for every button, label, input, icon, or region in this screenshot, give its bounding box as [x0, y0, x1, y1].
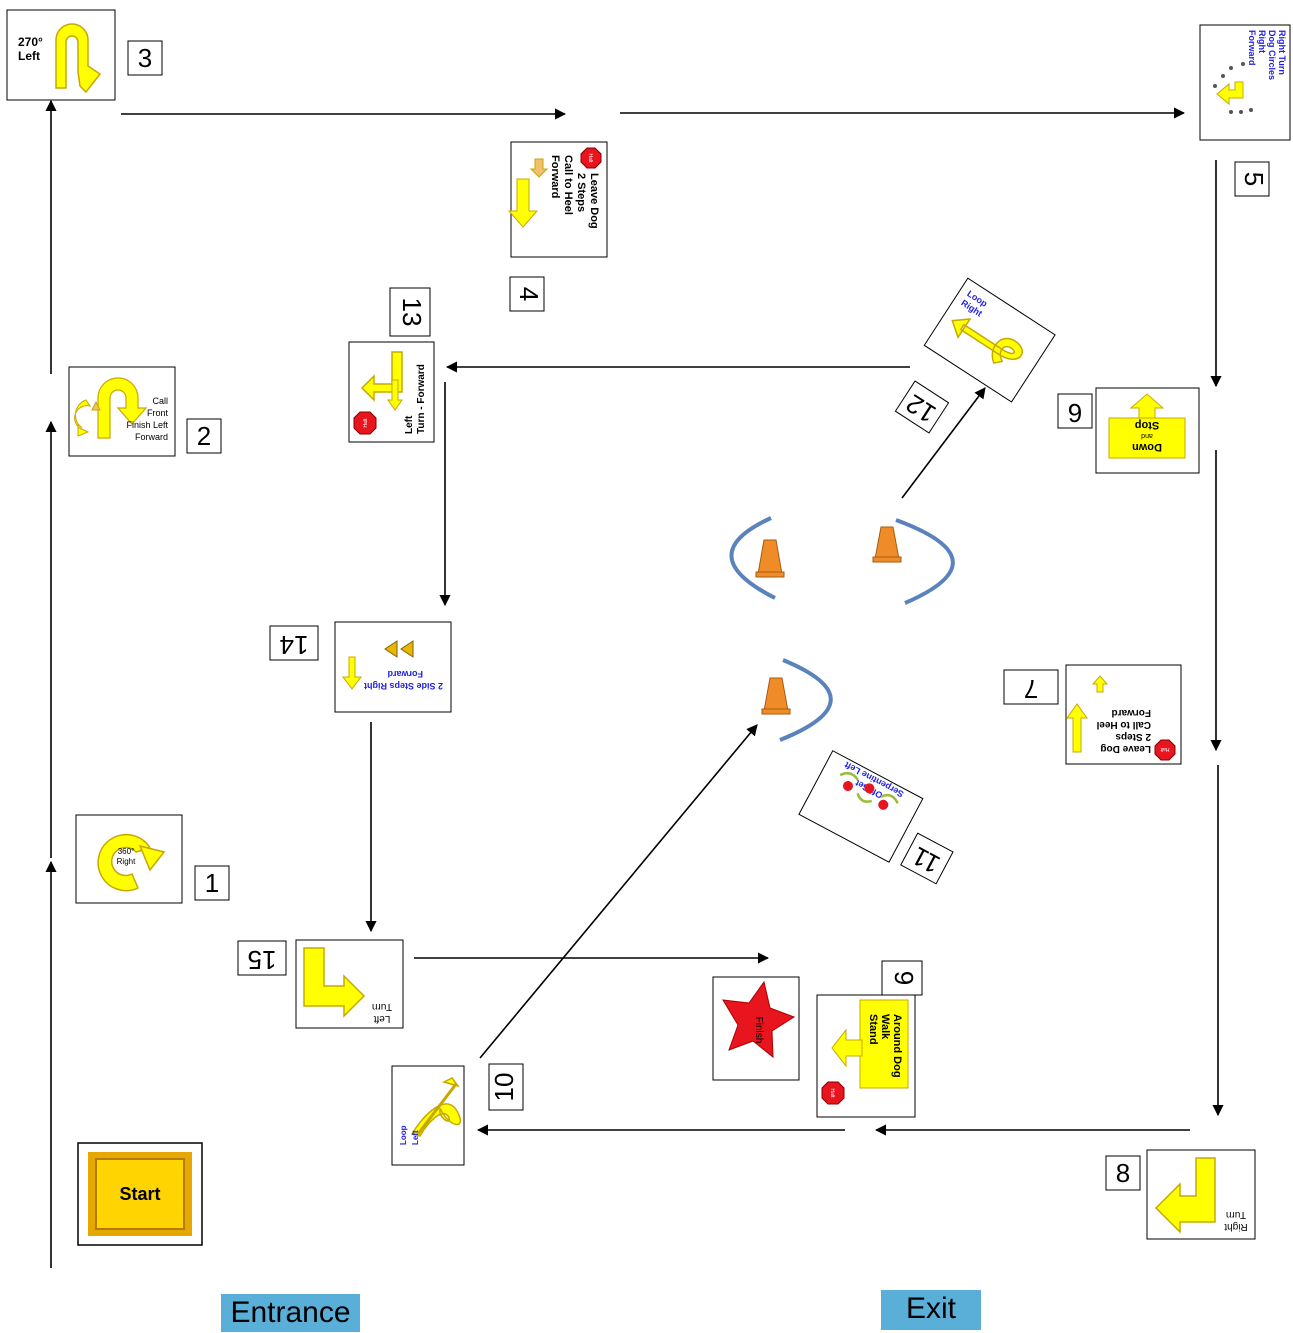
station-number-text: 15 [248, 945, 277, 975]
station-2-text-line: Call [152, 396, 168, 406]
station-5-text-line: Right Turn [1277, 30, 1287, 75]
cone-arc [896, 520, 953, 603]
station-7-text-line: Call to Heel [1096, 719, 1151, 730]
station-8-sign: Right Turn [1147, 1150, 1255, 1239]
station-number-4: 4 [510, 277, 544, 311]
station-13-text-line: Turn - Forward [416, 364, 427, 434]
station-11-sign: Off Set Serpentine Left [799, 751, 923, 862]
entrance-label: Entrance [221, 1294, 360, 1332]
station-number-text: 10 [489, 1073, 519, 1102]
halt-label: Halt [829, 1089, 835, 1099]
station-14-text-line: Forward [387, 669, 423, 679]
station-13-sign: Halt Left Turn - Forward [349, 342, 434, 442]
station-13-text-line: Left [404, 415, 415, 434]
station-number-9: 9 [882, 961, 922, 995]
station-10-text-line: Left [411, 1130, 420, 1145]
station-1-text-line: Right [117, 857, 136, 866]
station-5-text-line: Right [1257, 30, 1267, 53]
finish-label: Finish [753, 1017, 764, 1044]
start-label: Start [119, 1184, 160, 1204]
station-5-text-line: Forward [1247, 30, 1257, 66]
station-6-sign: Down and Stop [1096, 388, 1199, 473]
station-number-10: 10 [489, 1064, 523, 1110]
station-7-text-line: 2 Steps [1115, 731, 1151, 742]
station-6-text-line: Down [1132, 441, 1162, 453]
station-7-sign: Halt Leave Dog 2 Steps Call to Heel Forw… [1066, 665, 1181, 764]
station-3-sign: 270° Left [7, 10, 115, 100]
station-2-text-line: Finish Left [126, 420, 168, 430]
station-6-text-line: and [1141, 432, 1153, 439]
station-number-8: 8 [1106, 1156, 1140, 1190]
station-number-text: 13 [397, 298, 427, 327]
station-4-text-line: Call to Heel [562, 155, 574, 215]
station-9-sign: Halt Stand Walk Around Dog [817, 995, 915, 1117]
traffic-cone-icon [756, 540, 784, 577]
station-number-15: 15 [238, 941, 286, 975]
station-number-text: 6 [1068, 398, 1082, 428]
station-10-sign: Loop Left [392, 1066, 464, 1165]
cone-arc [780, 660, 831, 740]
station-1-text-line: 360° [118, 847, 135, 856]
station-5-sign: Right Turn Dog Circles Right Forward [1200, 25, 1290, 140]
traffic-cone-icon [762, 678, 790, 714]
traffic-cone-icon [873, 527, 901, 562]
finish-sign: Finish [713, 977, 799, 1080]
station-number-text: 8 [1116, 1158, 1130, 1188]
station-9-text-line: Around Dog [891, 1014, 903, 1078]
station-7-text-line: Leave Dog [1100, 743, 1151, 754]
station-number-text: 1 [205, 868, 219, 898]
halt-label: Halt [587, 154, 593, 164]
station-number-1: 1 [195, 866, 229, 900]
station-number-13: 13 [390, 288, 430, 336]
station-8-text-line: Turn [1226, 1209, 1246, 1220]
halt-label: Halt [363, 418, 369, 428]
station-9-text-line: Walk [879, 1014, 891, 1040]
station-1-sign: 360° Right [76, 815, 182, 903]
station-number-text: 4 [514, 287, 544, 301]
station-14-text-line: 2 Side Steps Right [364, 681, 443, 691]
cones-group [731, 518, 952, 740]
station-5-text-line: Dog Circles [1267, 30, 1277, 80]
station-number-3: 3 [128, 41, 162, 75]
exit-label: Exit [881, 1290, 981, 1330]
station-number-text: 2 [197, 421, 211, 451]
station-number-5: 5 [1235, 162, 1269, 196]
station-number-6: 6 [1058, 394, 1092, 428]
station-7-text-line: Forward [1112, 707, 1151, 718]
station-number-text: 3 [138, 43, 152, 73]
station-2-sign: Call Front Finish Left Forward [69, 367, 175, 456]
station-number-text: 14 [280, 630, 309, 660]
station-number-text: 7 [1024, 674, 1038, 704]
station-9-text-line: Stand [867, 1014, 879, 1045]
station-2-text-line: Front [147, 408, 169, 418]
station-number-14: 14 [270, 626, 318, 660]
station-4-text-line: 2 Steps [575, 173, 587, 212]
station-4-text-line: Leave Dog [588, 173, 600, 229]
station-15-text-line: Left [373, 1013, 390, 1024]
start-sign: Start [78, 1143, 202, 1245]
station-10-text-line: Loop [399, 1125, 408, 1145]
station-8-text-line: Right [1224, 1221, 1248, 1232]
station-3-text-line: Left [18, 49, 40, 63]
station-4-text-line: Forward [549, 155, 561, 198]
halt-label: Halt [1160, 746, 1170, 752]
station-14-sign: 2 Side Steps Right Forward [335, 622, 451, 712]
station-number-2: 2 [187, 419, 221, 453]
station-15-text-line: Turn [372, 1001, 392, 1012]
station-2-text-line: Forward [135, 432, 168, 442]
station-3-text-line: 270° [18, 35, 43, 49]
station-12-sign: Loop Right [924, 278, 1055, 402]
station-number-11: 11 [901, 833, 953, 884]
station-number-text: 9 [889, 971, 919, 985]
station-15-sign: Left Turn [296, 940, 403, 1028]
station-number-7: 7 [1004, 670, 1058, 704]
station-6-text-line: Stop [1135, 419, 1160, 431]
station-number-12: 12 [895, 381, 948, 433]
station-4-sign: Halt Leave Dog 2 Steps Call to Heel Forw… [509, 142, 607, 257]
station-number-text: 5 [1239, 172, 1269, 186]
